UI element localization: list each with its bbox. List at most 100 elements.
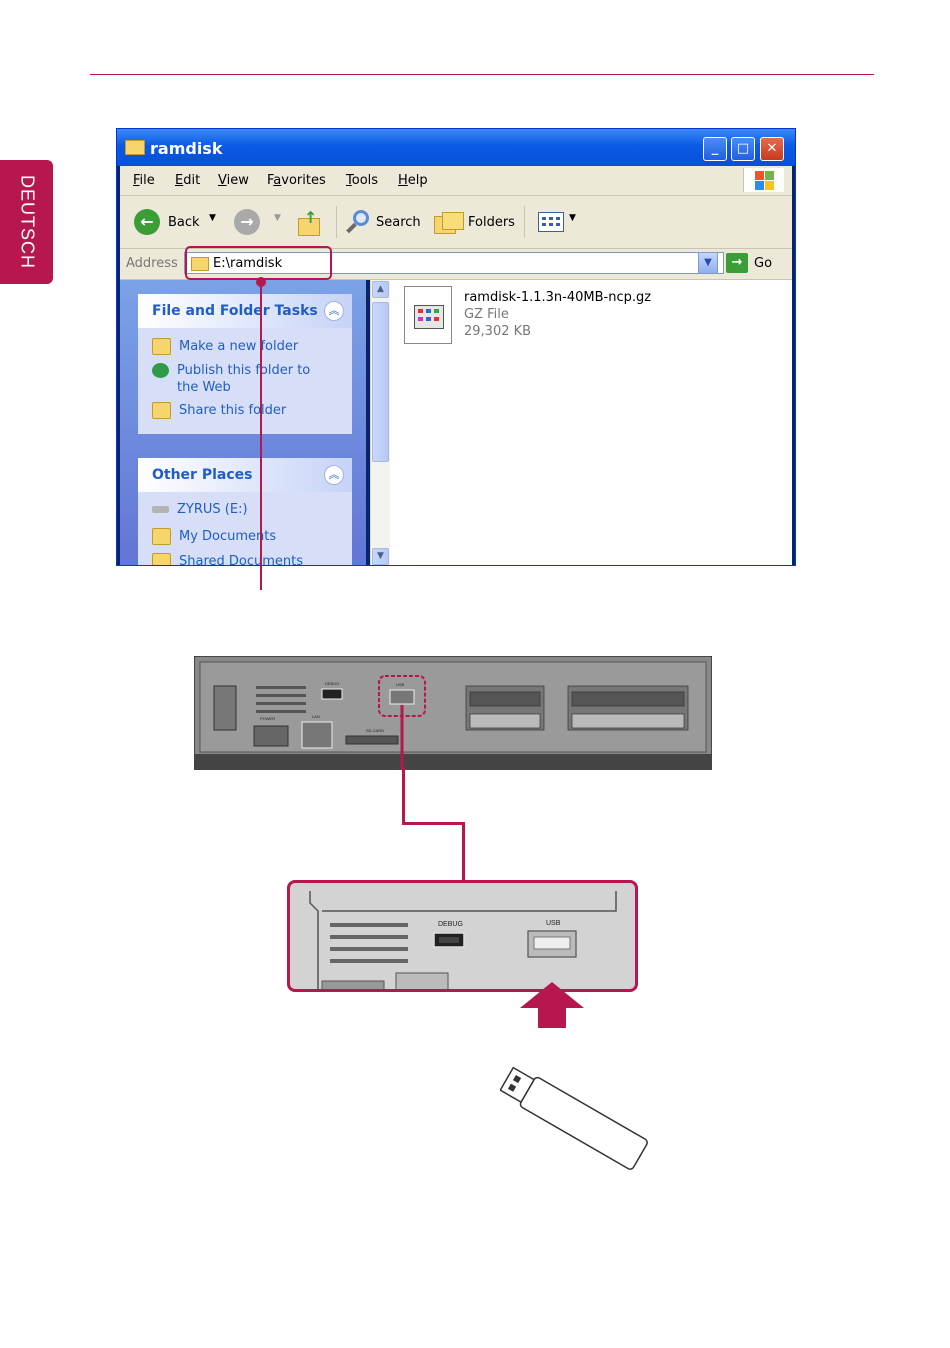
back-button[interactable]: Back [168,215,200,230]
debug-label-zoom: DEBUG [438,921,463,928]
usb-stick-icon [500,1066,648,1170]
debug-label: DEBUG [325,681,339,686]
go-arrow-icon[interactable]: → [726,253,748,273]
zoom-connector-line [400,705,404,770]
share-folder-link[interactable]: Share this folder [152,402,286,419]
vent-slots [256,686,306,713]
gz-file-icon[interactable] [404,286,452,344]
debug-port [321,688,343,700]
top-rule [90,74,874,75]
power-label: POWER [260,716,275,721]
collapse-icon[interactable]: ︽ [324,301,344,321]
address-value: E:\ramdisk [213,256,283,271]
shared-folder-icon [152,553,171,565]
usb-insert-illustration [500,982,648,1170]
scroll-thumb[interactable] [372,302,389,462]
file-name[interactable]: ramdisk-1.1.3n-40MB-ncp.gz [464,290,652,305]
up-folder-icon[interactable]: ↑ [296,208,322,236]
terminal-block-left [465,685,545,731]
power-connector [213,685,237,731]
scroll-down-icon[interactable]: ▼ [372,548,389,565]
menu-edit[interactable]: Edit [175,173,201,188]
vertical-scrollbar[interactable]: ▲ ▼ [370,280,390,565]
language-tab: DEUTSCH [0,160,53,284]
zoom-connector-line [462,822,465,880]
leader-dot [256,277,266,287]
file-type: GZ File [464,307,509,322]
views-icon[interactable] [538,212,564,232]
drive-link[interactable]: ZYRUS (E:) [152,502,248,517]
back-arrow-icon[interactable]: ← [134,209,160,235]
file-folder-tasks-header[interactable]: File and Folder Tasks ︽ [138,294,352,328]
publish-folder-link[interactable]: Publish this folder to [152,363,310,378]
menu-tools[interactable]: Tools [346,173,379,188]
toolbar: ← Back ▼ → ▼ ↑ Search Folders ▼ [120,196,792,249]
globe-icon [152,363,169,378]
address-label: Address [126,256,178,271]
go-button[interactable]: Go [754,256,773,271]
forward-dropdown-icon[interactable]: ▼ [274,213,281,223]
zoom-illustration [309,891,617,989]
maximize-button[interactable]: □ [731,137,755,161]
collapse-icon[interactable]: ︽ [324,465,344,485]
file-list: ramdisk-1.1.3n-40MB-ncp.gz GZ File 29,30… [390,280,792,565]
address-bar: Address E:\ramdisk ▼ → Go [120,249,792,280]
menu-view[interactable]: View [218,173,249,188]
folders-icon[interactable] [434,210,464,236]
minimize-button[interactable]: _ [703,137,727,161]
scroll-up-icon[interactable]: ▲ [372,281,389,298]
task-pane: File and Folder Tasks ︽ Make a new folde… [120,280,366,565]
usb-label: USB [396,682,405,687]
windows-logo-icon [743,168,784,192]
insert-arrow-icon [520,982,584,1028]
file-folder-tasks-title: File and Folder Tasks [152,303,318,319]
documents-folder-icon [152,528,171,545]
drive-icon [152,506,169,513]
share-folder-icon [152,402,171,419]
explorer-window: ramdisk _ □ ✕ File Edit View Favorites T… [116,128,796,566]
file-folder-tasks-panel: File and Folder Tasks ︽ Make a new folde… [138,294,352,434]
language-tab-label: DEUTSCH [17,174,37,270]
power-socket [253,725,289,747]
search-button[interactable]: Search [376,215,421,230]
window-title: ramdisk [150,139,223,158]
address-input[interactable]: E:\ramdisk [184,252,724,274]
forward-arrow-icon[interactable]: → [234,209,260,235]
folder-icon [125,140,145,155]
usb-label-zoom: USB [546,920,561,927]
usb-zoom-panel: DEBUG USB [287,880,638,992]
toolbar-divider [524,206,525,238]
menu-help[interactable]: Help [398,173,428,188]
device-bottom [194,754,712,770]
lan-label: LAN [312,714,320,719]
zoom-connector-line [402,822,465,825]
toolbar-divider [336,206,337,238]
address-folder-icon [191,257,209,271]
shared-documents-link[interactable]: Shared Documents [152,553,303,565]
other-places-panel: Other Places ︽ ZYRUS (E:) My Documents S… [138,458,352,565]
publish-folder-link-cont[interactable]: the Web [177,380,231,395]
views-dropdown-icon[interactable]: ▼ [569,213,576,223]
my-documents-link[interactable]: My Documents [152,528,276,545]
new-folder-icon [152,338,171,355]
folders-button[interactable]: Folders [468,215,515,230]
close-button[interactable]: ✕ [760,137,784,161]
terminal-block-right [567,685,689,731]
lan-port [301,721,333,749]
title-bar[interactable]: ramdisk _ □ ✕ [117,129,795,166]
file-size: 29,302 KB [464,324,532,339]
address-highlight [185,246,332,280]
back-dropdown-icon[interactable]: ▼ [209,213,216,223]
other-places-header[interactable]: Other Places ︽ [138,458,352,492]
make-new-folder-link[interactable]: Make a new folder [152,338,298,355]
zoom-connector-line [402,768,405,825]
usb-port [389,689,415,705]
address-dropdown-icon[interactable]: ▼ [698,252,718,274]
other-places-title: Other Places [152,467,253,483]
sd-card-label: SD CARD [366,728,384,733]
sd-card-slot [345,735,399,745]
menu-bar: File Edit View Favorites Tools Help [120,166,792,196]
menu-file[interactable]: File [133,173,155,188]
search-icon[interactable] [344,208,374,238]
menu-favorites[interactable]: Favorites [267,173,326,188]
